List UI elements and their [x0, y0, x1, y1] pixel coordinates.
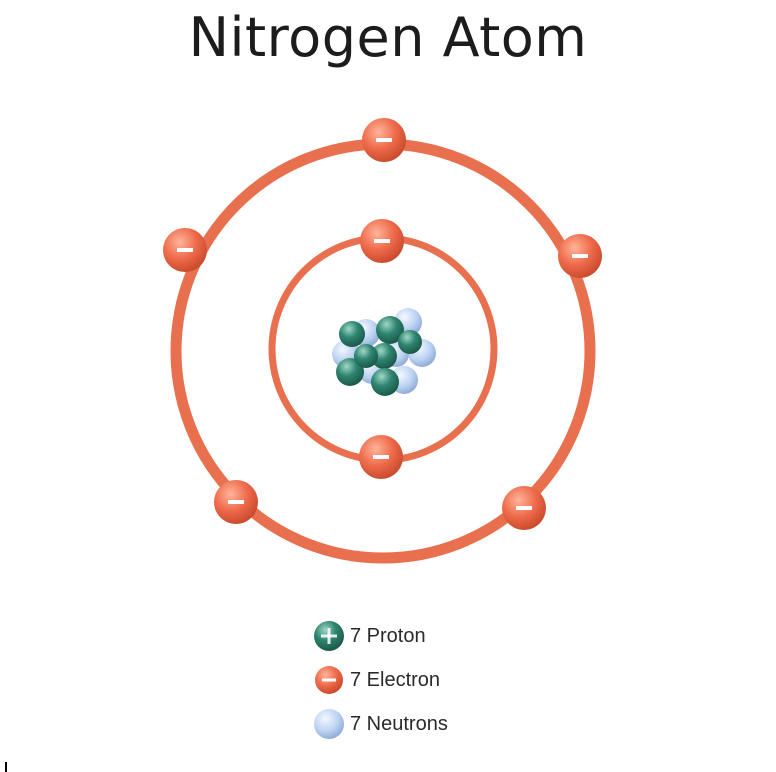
electron: [163, 228, 207, 272]
electron: [214, 480, 258, 524]
proton: [376, 316, 404, 344]
proton: [339, 321, 365, 347]
legend-item-electron: 7 Electron: [312, 658, 448, 702]
electron: [502, 486, 546, 530]
edge-mark: [5, 762, 7, 772]
proton: [354, 344, 378, 368]
electron: [362, 118, 406, 162]
proton-icon: [314, 621, 344, 651]
proton: [371, 343, 397, 369]
legend-item-neutron: 7 Neutrons: [312, 702, 448, 746]
atom-diagram: [163, 118, 602, 564]
legend: 7 Proton 7 Electron: [312, 614, 448, 746]
neutron-icon: [314, 709, 344, 739]
electron-icon: [315, 666, 343, 694]
legend-label-electron: 7 Electron: [350, 668, 441, 691]
legend-label-proton: 7 Proton: [350, 624, 426, 647]
page-title: Nitrogen Atom: [188, 6, 588, 69]
electron: [359, 435, 403, 479]
proton: [336, 358, 364, 386]
nucleus: [332, 308, 436, 396]
electron: [558, 234, 602, 278]
proton: [371, 368, 399, 396]
proton: [398, 330, 422, 354]
legend-item-proton: 7 Proton: [312, 614, 448, 658]
legend-label-neutron: 7 Neutrons: [350, 712, 448, 735]
electron: [360, 219, 404, 263]
